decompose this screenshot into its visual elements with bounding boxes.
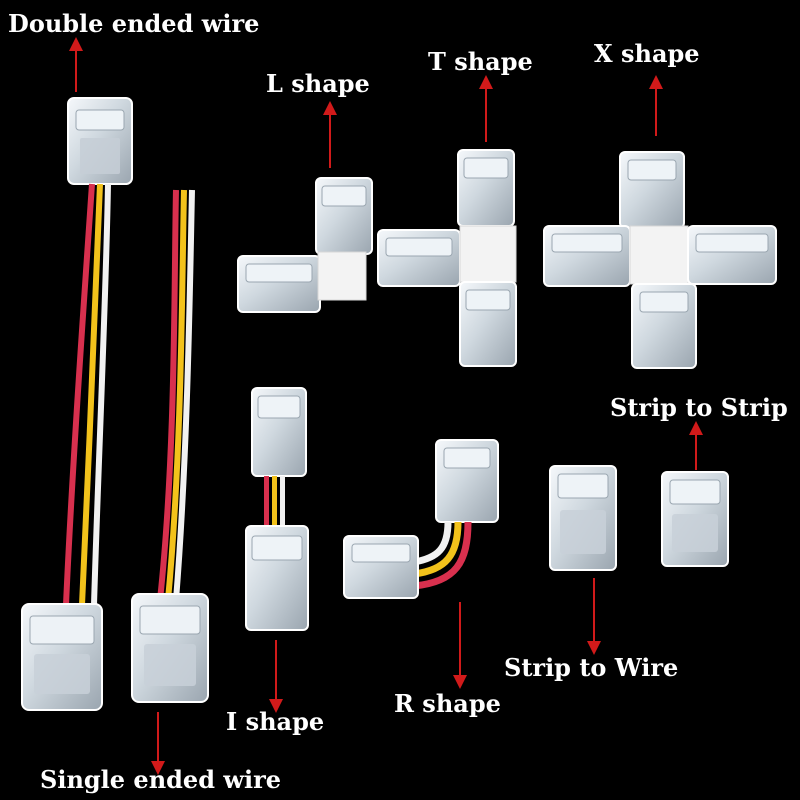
label-r-shape: R shape xyxy=(394,689,501,718)
label-strip-to-strip: Strip to Strip xyxy=(610,393,788,422)
label-t-shape: T shape xyxy=(428,47,533,76)
strip-to-strip-connector xyxy=(661,471,729,567)
r-shape-connector xyxy=(343,439,499,599)
x-shape-connector xyxy=(543,151,777,369)
t-shape-connector xyxy=(377,149,517,367)
i-shape-connector xyxy=(245,387,309,631)
l-shape-connector xyxy=(237,177,373,313)
strip-to-wire-connector xyxy=(549,465,617,571)
double-ended-wire xyxy=(21,97,133,711)
label-strip-to-wire: Strip to Wire xyxy=(504,653,679,682)
label-l-shape: L shape xyxy=(266,69,370,98)
label-double-ended-wire: Double ended wire xyxy=(8,9,260,38)
label-i-shape: I shape xyxy=(226,707,325,736)
single-ended-wire xyxy=(131,189,209,703)
callout-arrows xyxy=(69,37,703,775)
label-x-shape: X shape xyxy=(594,39,700,68)
label-single-ended-wire: Single ended wire xyxy=(40,765,282,794)
